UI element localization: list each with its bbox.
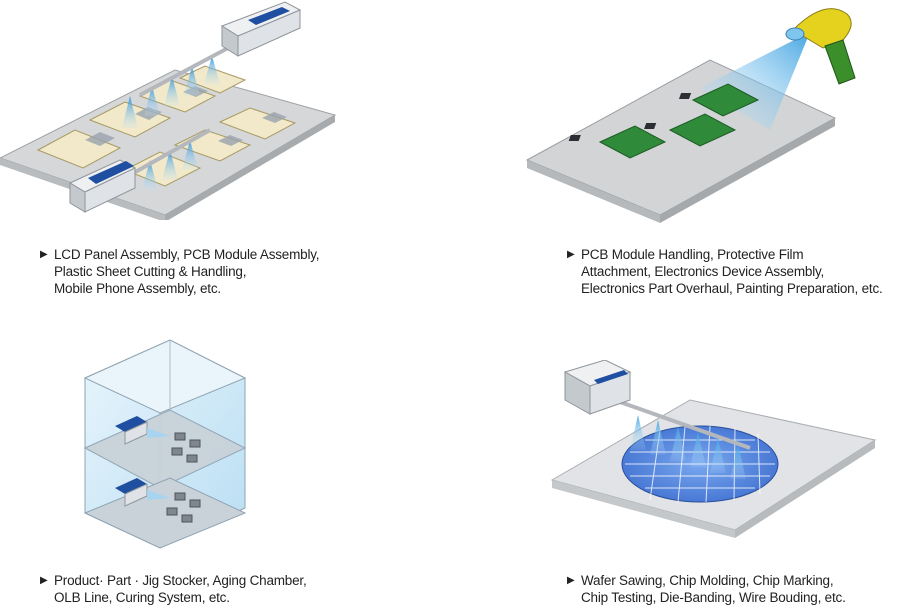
bullet-icon: ▶	[567, 249, 575, 260]
caption-line: Wafer Sawing, Chip Molding, Chip Marking…	[581, 573, 834, 588]
bullet-icon: ▶	[40, 575, 48, 586]
caption-line: Electronics Part Overhaul, Painting Prep…	[581, 281, 883, 296]
pcb-handling-illustration	[525, 8, 856, 223]
wafer-illustration	[550, 360, 877, 538]
ionizer-unit	[563, 360, 632, 415]
pcb-modules	[568, 83, 760, 159]
caption-line: Product· Part · Jig Stocker, Aging Chamb…	[54, 573, 307, 588]
ionizer-top	[220, 1, 302, 57]
caption-pcb-handling: ▶ PCB Module Handling, Protective Film A…	[567, 246, 883, 297]
ionizer-units	[115, 416, 170, 507]
caption-line: OLB Line, Curing System, etc.	[54, 590, 230, 605]
air-flow	[122, 56, 220, 190]
caption-line: Plastic Sheet Cutting & Handling,	[54, 264, 247, 279]
caption-line: Attachment, Electronics Device Assembly,	[581, 264, 825, 279]
caption-stocker: ▶ Product· Part · Jig Stocker, Aging Cha…	[40, 572, 307, 606]
lcd-assembly-illustration	[0, 1, 337, 220]
caption-line: Mobile Phone Assembly, etc.	[54, 281, 221, 296]
ionizer-gun	[785, 8, 856, 85]
bullet-icon: ▶	[567, 575, 575, 586]
air-flow	[630, 415, 746, 479]
bullet-icon: ▶	[40, 249, 48, 260]
caption-wafer: ▶ Wafer Sawing, Chip Molding, Chip Marki…	[567, 572, 846, 606]
caption-lcd-assembly: ▶ LCD Panel Assembly, PCB Module Assembl…	[40, 246, 320, 297]
caption-line: LCD Panel Assembly, PCB Module Assembly,	[54, 247, 320, 262]
caption-line: PCB Module Handling, Protective Film	[581, 247, 804, 262]
ionizer-bottom	[68, 159, 137, 213]
stocker-chamber-illustration	[83, 339, 247, 549]
caption-line: Chip Testing, Die-Banding, Wire Bouding,…	[581, 590, 846, 605]
air-flow	[700, 32, 810, 130]
